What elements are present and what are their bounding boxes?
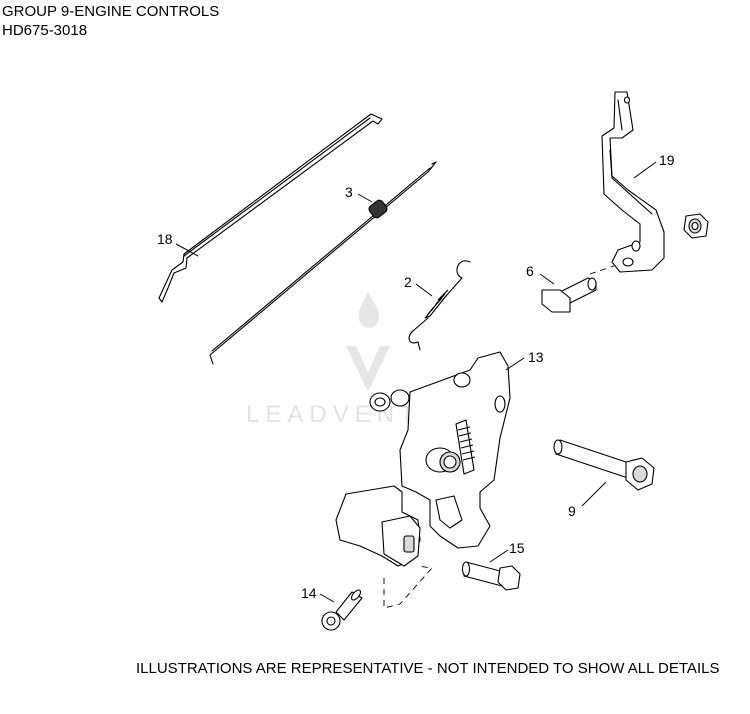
nut-part[interactable] bbox=[683, 213, 709, 239]
part-6-pin[interactable] bbox=[541, 277, 597, 313]
leader-6 bbox=[539, 273, 555, 285]
callout-19[interactable]: 19 bbox=[659, 152, 675, 168]
callout-2[interactable]: 2 bbox=[404, 274, 412, 290]
callout-labels: 18 3 2 19 6 13 9 15 14 bbox=[157, 152, 675, 601]
leader-18 bbox=[175, 243, 199, 257]
callout-3[interactable]: 3 bbox=[345, 184, 353, 200]
callout-6[interactable]: 6 bbox=[526, 263, 534, 279]
cable-spring bbox=[368, 199, 388, 219]
leader-9 bbox=[581, 481, 607, 507]
part-15-bolt[interactable] bbox=[461, 561, 521, 591]
part-13-bracket[interactable] bbox=[335, 351, 511, 567]
leader-2 bbox=[415, 283, 433, 297]
callout-14[interactable]: 14 bbox=[301, 585, 317, 601]
callout-15[interactable]: 15 bbox=[509, 540, 525, 556]
leader-14 bbox=[319, 593, 335, 603]
part-19-lever[interactable] bbox=[601, 91, 665, 273]
group-title: GROUP 9-ENGINE CONTROLS bbox=[2, 3, 220, 20]
part-3-cable[interactable] bbox=[209, 161, 437, 365]
leader-lines bbox=[175, 161, 657, 603]
watermark-logo-icon bbox=[346, 292, 390, 392]
leader-3 bbox=[357, 193, 373, 203]
callout-9[interactable]: 9 bbox=[568, 503, 576, 519]
part-14-screw[interactable] bbox=[321, 588, 363, 631]
leader-15 bbox=[489, 549, 509, 563]
part-2-spring[interactable] bbox=[408, 260, 471, 351]
part-18-rod[interactable] bbox=[158, 113, 383, 303]
leader-19 bbox=[633, 161, 657, 179]
leader-13 bbox=[505, 357, 525, 371]
callout-18[interactable]: 18 bbox=[157, 231, 173, 247]
model-number: HD675-3018 bbox=[2, 22, 88, 39]
part-9-bolt[interactable] bbox=[553, 439, 655, 491]
callout-13[interactable]: 13 bbox=[528, 349, 544, 365]
diagram-header: GROUP 9-ENGINE CONTROLS HD675-3018 bbox=[2, 2, 219, 40]
disclaimer-text: ILLUSTRATIONS ARE REPRESENTATIVE - NOT I… bbox=[136, 660, 720, 677]
